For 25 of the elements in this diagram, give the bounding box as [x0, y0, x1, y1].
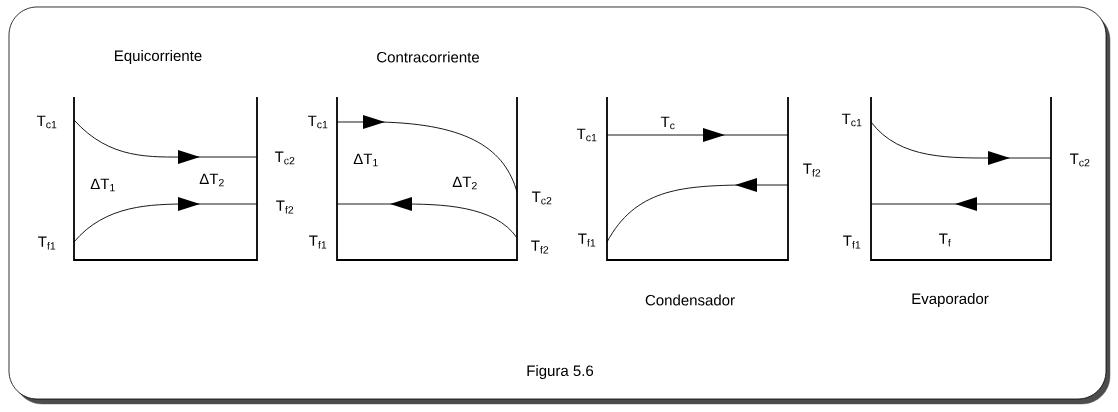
axis-label: T$_{f}$ [939, 233, 951, 247]
axis-label: T$_{f1}$ [38, 236, 56, 250]
axis-label: T$_{f2}$ [531, 240, 549, 254]
axis-label: T$_{c2}$ [1069, 153, 1090, 167]
axis-label: T$_{c2}$ [274, 151, 295, 165]
axis-label: ΔT$_{1}$ [90, 178, 115, 192]
axis-label: T$_{f1}$ [309, 235, 327, 249]
axis-label: Equicorriente [115, 50, 202, 64]
axis-label: ΔT$_{2}$ [452, 176, 477, 190]
axis-label: T$_{f1}$ [843, 235, 861, 249]
axis-label: Condensador [645, 294, 735, 306]
axis-label: T$_{c1}$ [36, 115, 57, 129]
axis-label: T$_{c1}$ [307, 115, 328, 129]
axis-label: ΔT$_{2}$ [199, 173, 224, 187]
axis-label: T$_{f1}$ [578, 233, 596, 247]
axis-label: T$_{c1}$ [841, 113, 862, 127]
axis-label: T$_{c}$ [660, 116, 675, 130]
axis-label: T$_{f2}$ [276, 200, 294, 214]
axis-label: T$_{c1}$ [576, 128, 597, 142]
axis-label: T$_{f2}$ [803, 163, 821, 177]
figure-caption: Figura 5.6 [527, 365, 594, 379]
axis-label: Contracorriente [377, 51, 479, 63]
axis-label: T$_{c2}$ [531, 191, 552, 205]
axis-label: ΔT$_{1}$ [353, 153, 378, 167]
axis-label: Evaporador [912, 293, 989, 307]
